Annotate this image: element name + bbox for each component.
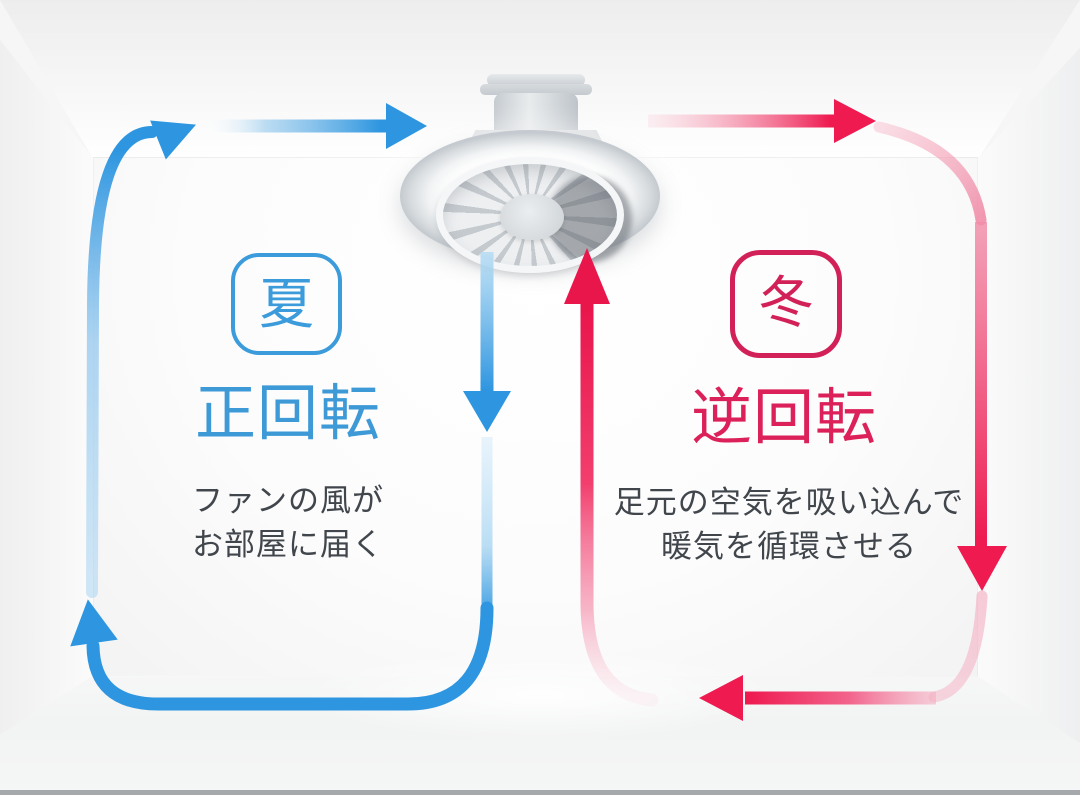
winter-down-arrowhead xyxy=(957,546,1007,591)
winter-airflow-loop xyxy=(564,99,1007,721)
fan-hub xyxy=(500,194,564,240)
floor-glow xyxy=(300,650,780,740)
winter-description-line2: 暖気を循環させる xyxy=(661,529,917,565)
winter-description: 足元の空気を吸い込んで 暖気を循環させる xyxy=(579,481,999,569)
winter-description-line1: 足元の空気を吸い込んで xyxy=(613,485,965,521)
winter-corner-flow-line xyxy=(873,121,987,226)
summer-up-arrowhead xyxy=(70,599,118,647)
room-left-wall xyxy=(0,39,94,736)
summer-airflow-loop xyxy=(70,103,511,711)
winter-right-arrowhead xyxy=(834,99,876,143)
summer-badge-label: 夏 xyxy=(258,271,314,336)
room-right-wall xyxy=(978,47,1080,744)
winter-floor-corner-flow-line xyxy=(928,590,988,703)
summer-up-right-arrowhead xyxy=(150,120,197,160)
summer-description-line1: ファンの風が xyxy=(192,483,384,519)
summer-badge: 夏 xyxy=(231,253,342,355)
summer-down-arrowhead xyxy=(463,391,511,432)
fan-cage-rim xyxy=(436,157,624,273)
fan-mount-flange xyxy=(480,84,592,95)
fan-mount-cap xyxy=(487,74,585,86)
summer-description: ファンの風が お部屋に届く xyxy=(78,479,498,567)
summer-title: 正回転 xyxy=(194,378,381,449)
winter-title: 逆回転 xyxy=(690,382,877,453)
summer-left-wall-flow-line xyxy=(86,126,158,598)
winter-up-flow-line xyxy=(580,297,659,707)
winter-up-arrowhead xyxy=(564,248,610,304)
summer-right-arrowhead xyxy=(386,103,427,149)
summer-description-line2: お部屋に届く xyxy=(192,527,384,563)
winter-badge-label: 冬 xyxy=(758,271,814,336)
summer-floor-flow-line xyxy=(86,601,494,711)
bottom-edge xyxy=(0,790,1080,795)
winter-badge: 冬 xyxy=(730,250,842,358)
winter-left-arrowhead xyxy=(699,675,743,721)
